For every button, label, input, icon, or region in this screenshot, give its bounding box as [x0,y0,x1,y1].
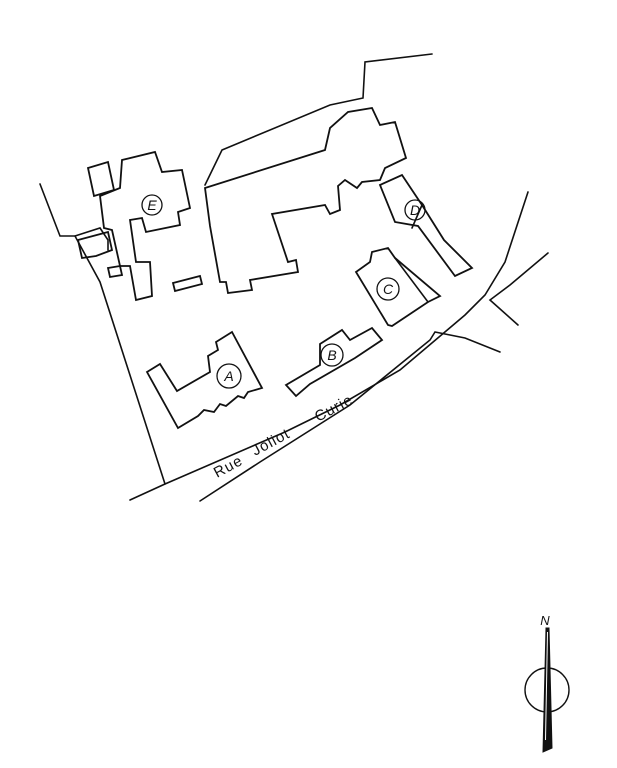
street-south-edge [199,331,501,502]
detached-block [171,274,204,293]
north-arrow-letter: N [540,613,550,628]
building-main-outline [204,107,408,294]
building-main [204,107,408,294]
building-d-tag-circle [404,199,426,221]
building-e-annex [86,160,116,198]
building-c: C [354,246,442,327]
street-name-label: Rue Joliot Curie [211,391,356,481]
building-b: B [284,326,384,398]
north-arrow: N [524,613,570,753]
building-e-tag-circle [141,194,163,216]
street-rue-joliot-curie [129,191,549,502]
building-e-outline [99,150,192,302]
street-north-edge [129,191,529,501]
building-c-inner-line [394,257,429,303]
building-d-label: D [410,202,420,218]
building-d: D [378,173,474,278]
building-a: A [145,330,264,430]
building-c-label: C [383,281,394,297]
building-b-label: B [327,347,336,363]
building-b-tag-circle [320,343,344,367]
building-d-outline [378,173,474,278]
building-c-tag-circle [376,277,400,301]
building-e-small-block [106,264,124,279]
building-e-label: E [147,197,157,213]
north-arrow-needle-light [545,632,548,740]
building-e: E [76,150,192,302]
building-d-inner-line [411,204,423,229]
building-e-stub [76,230,114,260]
west-boundary [39,183,166,485]
building-b-outline [284,326,384,398]
northeast-boundary [204,53,433,186]
north-arrow-needle [542,627,553,753]
building-a-tag-circle [216,363,242,389]
street-word-rue: Rue [211,452,246,481]
building-a-label: A [223,368,233,384]
side-street-edge [488,252,549,326]
building-c-outline [354,246,442,327]
street-word-curie: Curie [312,391,356,425]
building-a-outline [145,330,264,430]
inner-boundary-west [74,227,109,251]
plot-boundaries [39,53,433,485]
